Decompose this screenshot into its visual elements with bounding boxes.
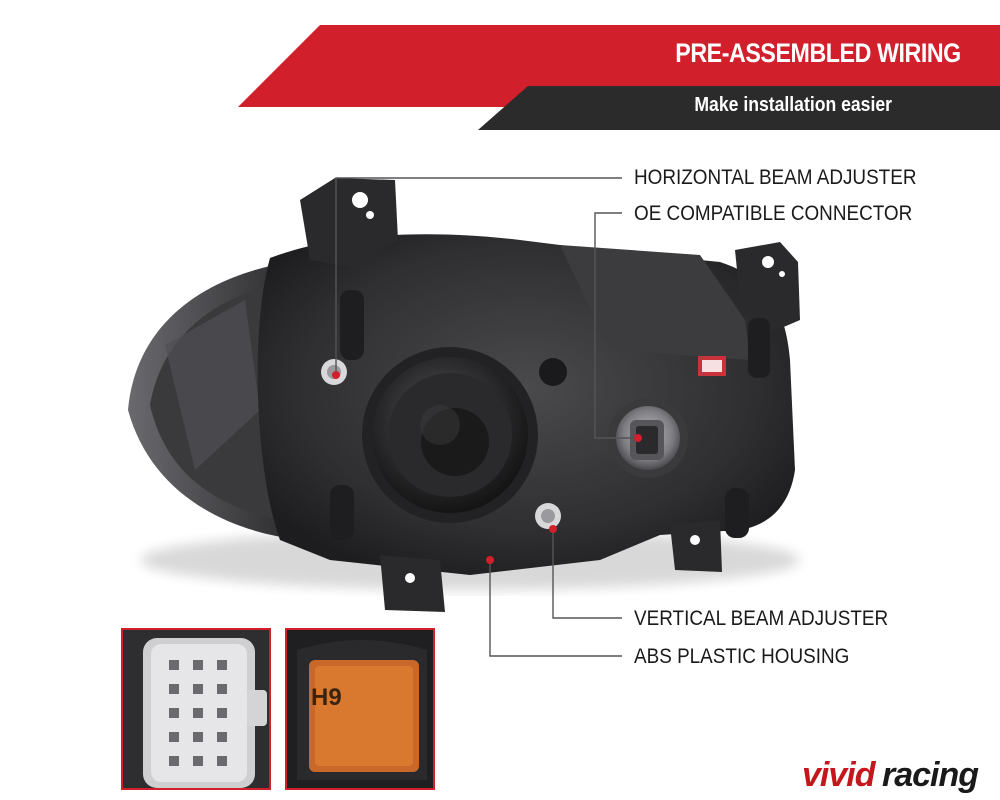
banner-dark-band xyxy=(478,86,1000,130)
banner-subtitle: Make installation easier xyxy=(694,94,892,116)
svg-text:racing: racing xyxy=(882,756,979,794)
callout-abs-plastic-housing: ABS PLASTIC HOUSING xyxy=(634,645,850,668)
vividracing-logo: vivid racing xyxy=(802,756,980,794)
callout-horizontal-beam-adjuster: HORIZONTAL BEAM ADJUSTER xyxy=(634,166,917,189)
inset-connector-closeup xyxy=(121,628,271,790)
inset-bulb-socket-closeup: H9 xyxy=(285,628,435,790)
callout-vertical-beam-adjuster: VERTICAL BEAM ADJUSTER xyxy=(634,607,889,630)
callout-oe-compatible-connector: OE COMPATIBLE CONNECTOR xyxy=(634,202,913,225)
bulb-type-label: H9 xyxy=(311,684,342,711)
svg-text:vivid: vivid xyxy=(802,756,877,794)
